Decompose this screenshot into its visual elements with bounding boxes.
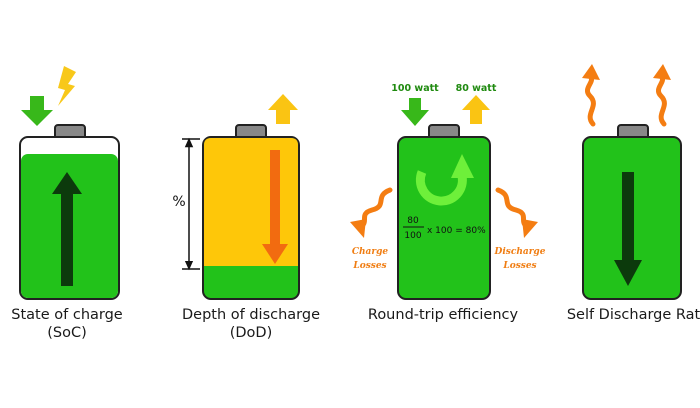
- caption-rte: Round-trip efficiency: [368, 307, 519, 323]
- squiggle-arrowhead: [582, 64, 600, 80]
- dimension-label: %: [172, 194, 185, 210]
- up-arrow-icon: [52, 172, 82, 286]
- caption-soc-line1: State of charge: [11, 307, 123, 323]
- squiggly-heat-arrow-icon: [656, 73, 667, 127]
- squiggle-arrowhead: [522, 219, 538, 238]
- caption-soc-line2: (SoC): [47, 325, 87, 341]
- panel-self-discharge-rate: Self Discharge Rate: [567, 64, 700, 323]
- squiggle-arrowhead: [350, 219, 366, 238]
- discharge-losses-line1: Discharge: [494, 247, 546, 257]
- down-arrow-icon: [401, 98, 429, 126]
- output-watt-label: 80 watt: [456, 83, 497, 94]
- panel-round-trip-efficiency: 100 watt 80 watt 80 100 x 100 = 80% Char…: [350, 83, 546, 323]
- input-watt-label: 100 watt: [391, 83, 439, 94]
- charge-losses-line2: Losses: [352, 261, 386, 271]
- formula-numerator: 80: [407, 216, 419, 226]
- formula-rest: x 100 = 80%: [427, 226, 486, 236]
- caption-dod-line2: (DoD): [230, 325, 273, 341]
- panel-depth-of-discharge: % Depth of discharge (DoD): [172, 94, 320, 341]
- down-arrow-icon: [262, 150, 288, 264]
- caption-dod-line1: Depth of discharge: [182, 307, 320, 323]
- discharge-losses-line2: Losses: [502, 261, 536, 271]
- lightning-bolt-icon: [58, 66, 76, 106]
- up-arrow-icon: [462, 95, 490, 124]
- down-arrow-icon: [21, 96, 53, 126]
- up-arrow-icon: [268, 94, 298, 124]
- caption-sdr: Self Discharge Rate: [567, 307, 700, 323]
- formula-denominator: 100: [404, 231, 421, 241]
- charge-losses-line1: Charge: [352, 247, 389, 257]
- squiggly-heat-arrow-icon: [585, 73, 596, 127]
- squiggle-arrowhead: [653, 64, 671, 80]
- down-arrow-icon: [614, 172, 642, 286]
- circular-arrow-icon: [415, 154, 474, 206]
- panel-state-of-charge: State of charge (SoC): [11, 66, 123, 341]
